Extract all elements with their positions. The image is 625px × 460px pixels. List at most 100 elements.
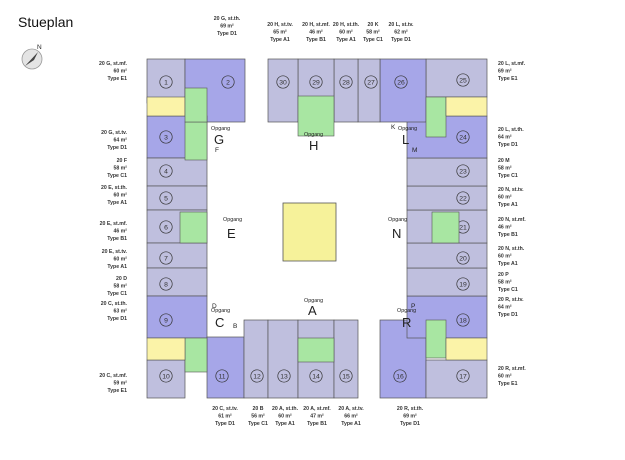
shared-area [184, 337, 208, 373]
unit-label-line: Type C1 [498, 287, 518, 293]
stair-label-R: Opgang [397, 308, 416, 314]
unit-number: 12 [253, 373, 261, 380]
unit-15[interactable] [333, 319, 359, 399]
block-letter-G: G [214, 132, 224, 147]
unit-label-line: Type B1 [306, 37, 326, 43]
unit-label-line: 69 m² [403, 414, 417, 420]
unit-number: 5 [164, 195, 168, 202]
unit-11[interactable] [206, 336, 245, 399]
corner-mark-D: D [212, 303, 217, 310]
unit-label-line: Type C1 [107, 173, 127, 179]
unit-number-circle [159, 75, 173, 89]
stair-label-N: Opgang [388, 217, 407, 223]
unit-label-line: Type D1 [400, 421, 420, 427]
unit-label-line: Type E1 [107, 388, 127, 394]
unit-number-circle [159, 220, 173, 234]
unit-label-line: 60 m² [339, 30, 353, 36]
unit-label-line: 66 m² [344, 414, 358, 420]
unit-label-line: 20 G, st.mf. [99, 61, 128, 67]
unit-13[interactable] [267, 319, 299, 399]
unit-number: 3 [164, 134, 168, 141]
unit-label-line: 64 m² [498, 135, 512, 141]
unit-25[interactable] [425, 58, 488, 98]
unit-label-line: 20 N, st.mf. [498, 217, 526, 223]
stair-label-L: Opgang [398, 126, 417, 132]
unit-number: 9 [164, 317, 168, 324]
unit-23[interactable] [406, 157, 488, 187]
unit-number-circle [277, 369, 291, 383]
block-letter-C: C [215, 315, 224, 330]
unit-label-line: Type E1 [498, 381, 518, 387]
unit-label-line: Type A1 [275, 421, 295, 427]
unit-label-line: 58 m² [113, 166, 127, 172]
unit-8[interactable] [146, 267, 208, 297]
block-letter-R: R [402, 315, 411, 330]
unit-18[interactable] [406, 295, 488, 339]
unit-label-line: Type D1 [217, 31, 237, 37]
unit-label-line: 69 m² [220, 24, 234, 30]
unit-number: 6 [164, 224, 168, 231]
unit-label-line: Type A1 [270, 37, 290, 43]
unit-label-line: 20 M [498, 158, 510, 164]
unit-27[interactable] [357, 58, 381, 123]
unit-20[interactable] [406, 242, 488, 269]
compass-icon: N [21, 44, 43, 70]
unit-22[interactable] [406, 185, 488, 211]
unit-label-line: Type E1 [498, 76, 518, 82]
unit-label-line: 20 G, st.th. [214, 16, 241, 22]
unit-label-line: 65 m² [273, 30, 287, 36]
shared-area [431, 211, 460, 244]
unit-5[interactable] [146, 185, 208, 211]
unit-number: 7 [164, 255, 168, 262]
unit-label-line: 20 B [253, 406, 264, 412]
unit-label-line: 64 m² [498, 305, 512, 311]
unit-17[interactable] [425, 359, 488, 399]
unit-label-line: 20 H, st.tv. [267, 22, 293, 28]
unit-label-line: 60 m² [113, 193, 127, 199]
unit-label-line: 64 m² [113, 138, 127, 144]
unit-label-line: 20 R, st.th. [397, 406, 424, 412]
unit-number: 30 [279, 79, 287, 86]
unit-label-line: 20 C, st.tv. [212, 406, 238, 412]
unit-label-line: 47 m² [310, 414, 324, 420]
unit-number: 1 [164, 79, 168, 86]
unit-label-line: 58 m² [498, 280, 512, 286]
unit-9[interactable] [146, 295, 208, 339]
shared-area [179, 211, 208, 244]
unit-number-circle [456, 369, 470, 383]
unit-26[interactable] [379, 58, 427, 123]
unit-label-line: 46 m² [309, 30, 323, 36]
unit-number: 4 [164, 168, 168, 175]
unit-label-line: 20 A, st.tv. [338, 406, 364, 412]
unit-number-circle [221, 75, 235, 89]
unit-1[interactable] [146, 58, 186, 104]
corner-mark-P: P [411, 303, 415, 310]
unit-7[interactable] [146, 242, 208, 269]
unit-label-line: Type A1 [107, 200, 127, 206]
unit-number: 28 [342, 79, 350, 86]
unit-4[interactable] [146, 157, 208, 187]
unit-24[interactable] [406, 115, 488, 159]
unit-30[interactable] [267, 58, 299, 123]
unit-number: 13 [280, 373, 288, 380]
unit-28[interactable] [333, 58, 359, 123]
shared-area [425, 96, 447, 138]
unit-12[interactable] [243, 319, 269, 399]
unit-label-line: 56 m² [251, 414, 265, 420]
unit-19[interactable] [406, 267, 488, 297]
unit-number-circle [456, 73, 470, 87]
stair-label-G: Opgang [211, 126, 230, 132]
block-letter-H: H [309, 138, 318, 153]
